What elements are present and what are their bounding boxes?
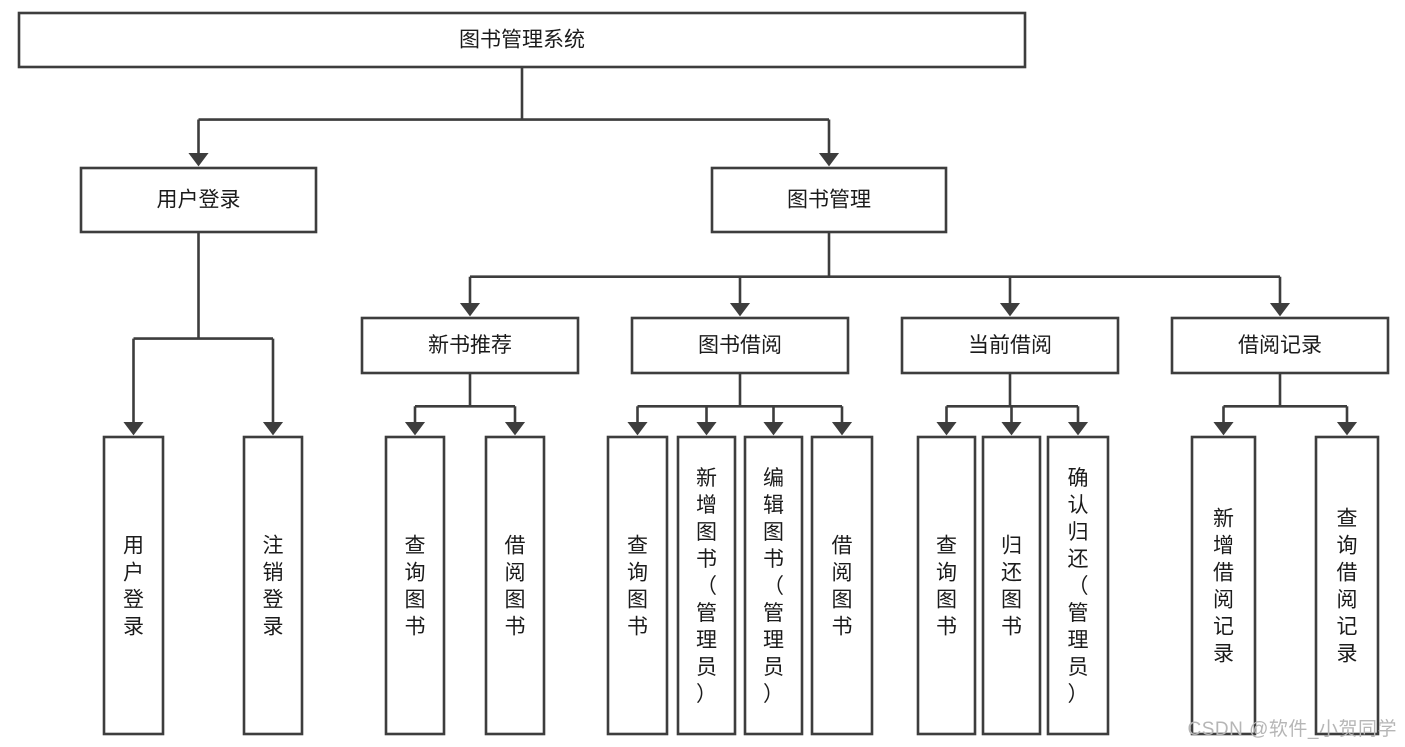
edge-layer <box>123 67 1358 436</box>
node-label: 查询图书 <box>405 535 426 639</box>
node-box <box>360 316 580 375</box>
node-l2-book-manage[interactable]: 图书管理 <box>710 166 948 234</box>
node-label: 新增借阅记录 <box>1213 508 1234 666</box>
node-l3-current-borrow[interactable]: 当前借阅 <box>900 316 1120 375</box>
node-box <box>810 435 874 736</box>
node-leaf-confirm-return[interactable]: 确认归还（管理员） <box>1046 435 1110 736</box>
node-l2-user-login[interactable]: 用户登录 <box>79 166 318 234</box>
node-label: 新书推荐 <box>428 334 512 357</box>
node-leaf-query-record[interactable]: 查询借阅记录 <box>1314 435 1380 736</box>
node-label: 查询图书 <box>936 535 957 639</box>
node-box <box>1314 435 1380 736</box>
node-box <box>1046 435 1110 736</box>
node-layer: 图书管理系统用户登录图书管理新书推荐图书借阅当前借阅借阅记录用户登录注销登录查询… <box>17 11 1390 736</box>
node-label: 借阅图书 <box>505 535 526 639</box>
node-box <box>102 435 165 736</box>
node-label: 当前借阅 <box>968 334 1052 357</box>
node-box <box>17 11 1027 69</box>
node-l3-borrow-record[interactable]: 借阅记录 <box>1170 316 1390 375</box>
node-label: 编辑图书（管理员） <box>763 467 784 706</box>
node-box <box>630 316 850 375</box>
node-label: 图书管理 <box>787 189 871 212</box>
node-label: 用户登录 <box>157 189 241 212</box>
node-l3-new-book-rec[interactable]: 新书推荐 <box>360 316 580 375</box>
node-box <box>1190 435 1257 736</box>
node-label: 图书管理系统 <box>459 29 585 52</box>
node-leaf-user-login[interactable]: 用户登录 <box>102 435 165 736</box>
node-box <box>916 435 977 736</box>
node-box <box>710 166 948 234</box>
node-leaf-borrow-book-1[interactable]: 借阅图书 <box>484 435 546 736</box>
node-label: 借阅记录 <box>1238 334 1322 357</box>
node-leaf-borrow-book-2[interactable]: 借阅图书 <box>810 435 874 736</box>
node-l3-book-borrow[interactable]: 图书借阅 <box>630 316 850 375</box>
node-label: 注销登录 <box>263 535 284 639</box>
node-leaf-query-book-2[interactable]: 查询图书 <box>606 435 669 736</box>
node-box <box>1170 316 1390 375</box>
node-label: 归还图书 <box>1001 535 1022 639</box>
node-leaf-return-book[interactable]: 归还图书 <box>981 435 1042 736</box>
node-label: 图书借阅 <box>698 334 782 357</box>
node-box <box>743 435 804 736</box>
node-label: 新增图书（管理员） <box>696 467 717 706</box>
node-box <box>242 435 304 736</box>
node-label: 借阅图书 <box>832 535 853 639</box>
node-leaf-add-book[interactable]: 新增图书（管理员） <box>676 435 737 736</box>
node-box <box>606 435 669 736</box>
node-leaf-query-book-1[interactable]: 查询图书 <box>384 435 446 736</box>
node-leaf-add-record[interactable]: 新增借阅记录 <box>1190 435 1257 736</box>
node-box <box>384 435 446 736</box>
node-leaf-edit-book[interactable]: 编辑图书（管理员） <box>743 435 804 736</box>
node-box <box>79 166 318 234</box>
node-box <box>900 316 1120 375</box>
node-label: 用户登录 <box>123 535 144 639</box>
node-root[interactable]: 图书管理系统 <box>17 11 1027 69</box>
node-label: 确认归还（管理员） <box>1068 467 1089 706</box>
node-box <box>484 435 546 736</box>
node-label: 查询借阅记录 <box>1337 508 1358 666</box>
node-box <box>981 435 1042 736</box>
node-box <box>676 435 737 736</box>
node-leaf-logout[interactable]: 注销登录 <box>242 435 304 736</box>
node-leaf-query-book-3[interactable]: 查询图书 <box>916 435 977 736</box>
node-label: 查询图书 <box>627 535 648 639</box>
